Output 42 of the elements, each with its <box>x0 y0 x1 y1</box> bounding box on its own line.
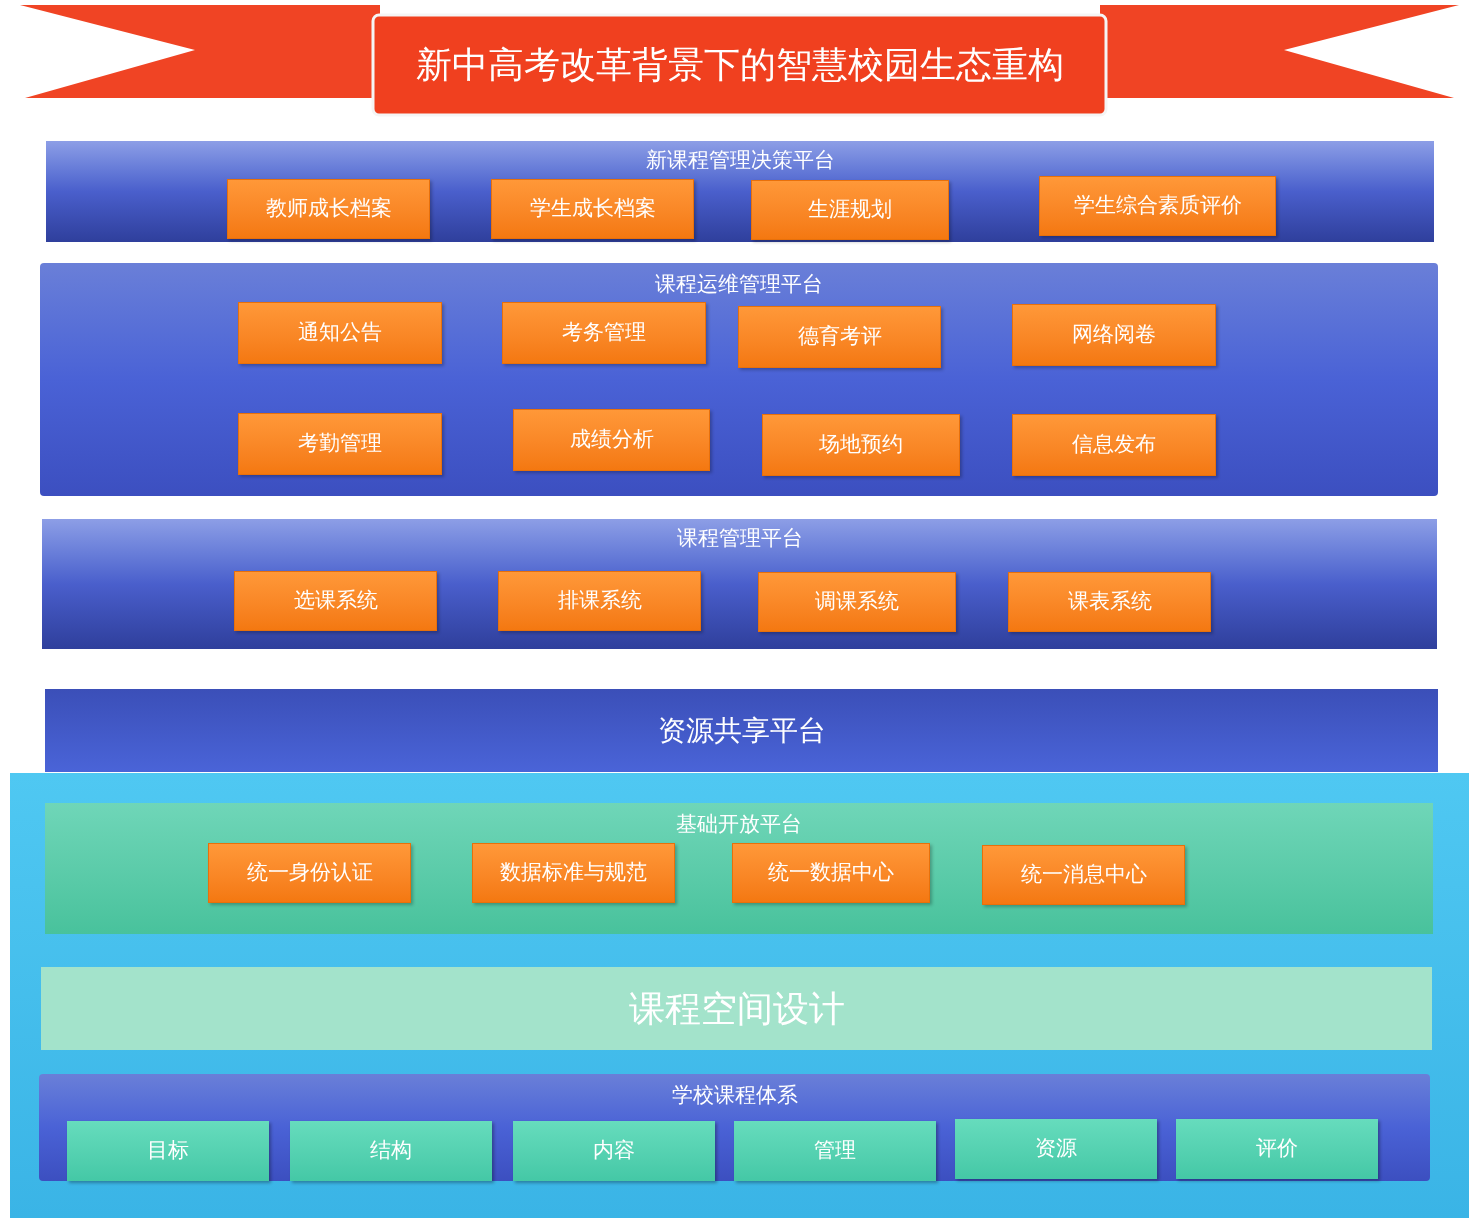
module-box: 生涯规划 <box>751 180 949 240</box>
module-box: 结构 <box>290 1121 492 1181</box>
panel-heading: 课程管理平台 <box>676 525 803 552</box>
panel-heading: 学校课程体系 <box>671 1082 798 1109</box>
module-box: 排课系统 <box>498 571 701 631</box>
band-title: 课程空间设计 <box>628 986 845 1031</box>
module-box: 网络阅卷 <box>1012 304 1216 366</box>
module-box: 场地预约 <box>762 414 960 476</box>
module-box: 统一消息中心 <box>982 845 1185 905</box>
platform-panel <box>45 803 1433 934</box>
module-box: 选课系统 <box>234 571 437 631</box>
module-box: 资源 <box>955 1119 1157 1179</box>
module-box: 信息发布 <box>1012 414 1216 476</box>
band-title: 资源共享平台 <box>657 712 826 749</box>
module-box: 统一数据中心 <box>732 843 930 903</box>
module-box: 调课系统 <box>758 572 956 632</box>
platform-band <box>41 967 1432 1050</box>
platform-panel <box>40 263 1438 496</box>
platform-panel <box>46 141 1434 242</box>
platform-panel <box>42 519 1437 649</box>
background-panel <box>10 773 1469 1218</box>
module-box: 通知公告 <box>238 302 442 364</box>
title: 新中高考改革背景下的智慧校园生态重构 <box>415 43 1064 87</box>
module-box: 内容 <box>513 1121 715 1181</box>
module-box: 考务管理 <box>502 302 706 364</box>
panel-heading: 课程运维管理平台 <box>655 271 823 298</box>
module-box: 学生综合素质评价 <box>1039 176 1276 236</box>
module-box: 成绩分析 <box>513 409 710 471</box>
module-box: 统一身份认证 <box>208 843 411 903</box>
module-box: 考勤管理 <box>238 413 442 475</box>
module-box: 课表系统 <box>1008 572 1211 632</box>
module-box: 数据标准与规范 <box>472 843 675 903</box>
platform-band <box>45 689 1438 772</box>
module-box: 评价 <box>1176 1119 1378 1179</box>
platform-panel <box>39 1074 1430 1181</box>
module-box: 管理 <box>734 1121 936 1181</box>
module-box: 目标 <box>67 1121 269 1181</box>
module-box: 教师成长档案 <box>227 179 430 239</box>
panel-heading: 基础开放平台 <box>676 811 802 838</box>
panel-heading: 新课程管理决策平台 <box>645 147 835 174</box>
module-box: 学生成长档案 <box>491 179 694 239</box>
module-box: 德育考评 <box>738 306 941 368</box>
